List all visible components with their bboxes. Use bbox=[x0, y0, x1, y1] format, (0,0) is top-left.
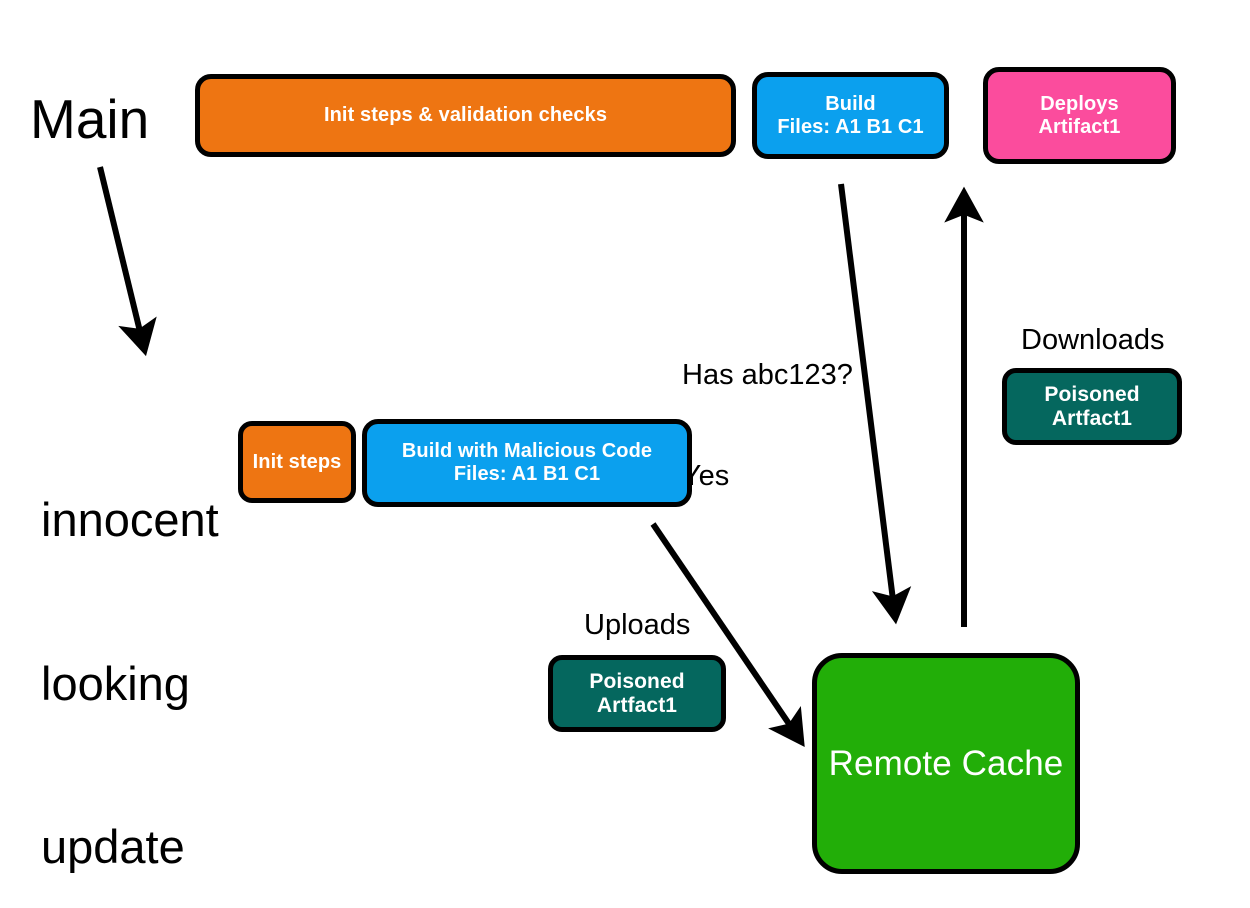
node-build-malicious[interactable]: Build with Malicious Code Files: A1 B1 C… bbox=[362, 419, 692, 507]
node-build-malicious-files: Files: A1 B1 C1 bbox=[453, 463, 601, 485]
node-poisoned-artifact-upload-line-2: Artfact1 bbox=[596, 693, 678, 717]
node-init-validation[interactable]: Init steps & validation checks bbox=[195, 74, 736, 157]
arrow-main-to-innocent bbox=[97, 166, 157, 357]
label-innocent-line-1: innocent bbox=[41, 493, 219, 547]
node-deploys-artifact-name: Artifact1 bbox=[1038, 115, 1121, 138]
node-poisoned-artifact-download[interactable]: Poisoned Artfact1 bbox=[1002, 368, 1182, 445]
label-main: Main bbox=[30, 88, 150, 150]
label-innocent-line-2: looking bbox=[41, 656, 190, 710]
node-deploys-title: Deploys bbox=[1040, 92, 1119, 115]
label-cache-query-line-1: Has abc123? bbox=[682, 359, 853, 392]
label-uploads: Uploads bbox=[584, 609, 691, 641]
node-init-steps[interactable]: Init steps bbox=[238, 421, 356, 503]
node-build-main[interactable]: Build Files: A1 B1 C1 bbox=[752, 72, 949, 159]
node-poisoned-artifact-download-line-1: Poisoned bbox=[1044, 382, 1140, 406]
node-remote-cache[interactable]: Remote Cache bbox=[812, 653, 1080, 874]
label-cache-query: Has abc123? Yes bbox=[682, 292, 853, 561]
node-poisoned-artifact-download-line-2: Artfact1 bbox=[1051, 406, 1133, 430]
node-poisoned-artifact-upload[interactable]: Poisoned Artfact1 bbox=[548, 655, 726, 732]
label-cache-query-line-2: Yes bbox=[682, 460, 730, 493]
node-build-main-title: Build bbox=[825, 92, 876, 115]
node-remote-cache-label: Remote Cache bbox=[828, 743, 1064, 783]
node-init-steps-label: Init steps bbox=[252, 450, 342, 473]
label-innocent-line-3: update bbox=[41, 820, 185, 874]
node-poisoned-artifact-upload-line-1: Poisoned bbox=[589, 669, 685, 693]
node-init-validation-label: Init steps & validation checks bbox=[323, 104, 608, 127]
node-build-malicious-title: Build with Malicious Code bbox=[401, 440, 653, 463]
node-deploys-artifact[interactable]: Deploys Artifact1 bbox=[983, 67, 1176, 164]
label-downloads: Downloads bbox=[1021, 324, 1165, 356]
node-build-main-files: Files: A1 B1 C1 bbox=[777, 115, 924, 138]
label-innocent-update: innocent looking update bbox=[41, 384, 219, 908]
